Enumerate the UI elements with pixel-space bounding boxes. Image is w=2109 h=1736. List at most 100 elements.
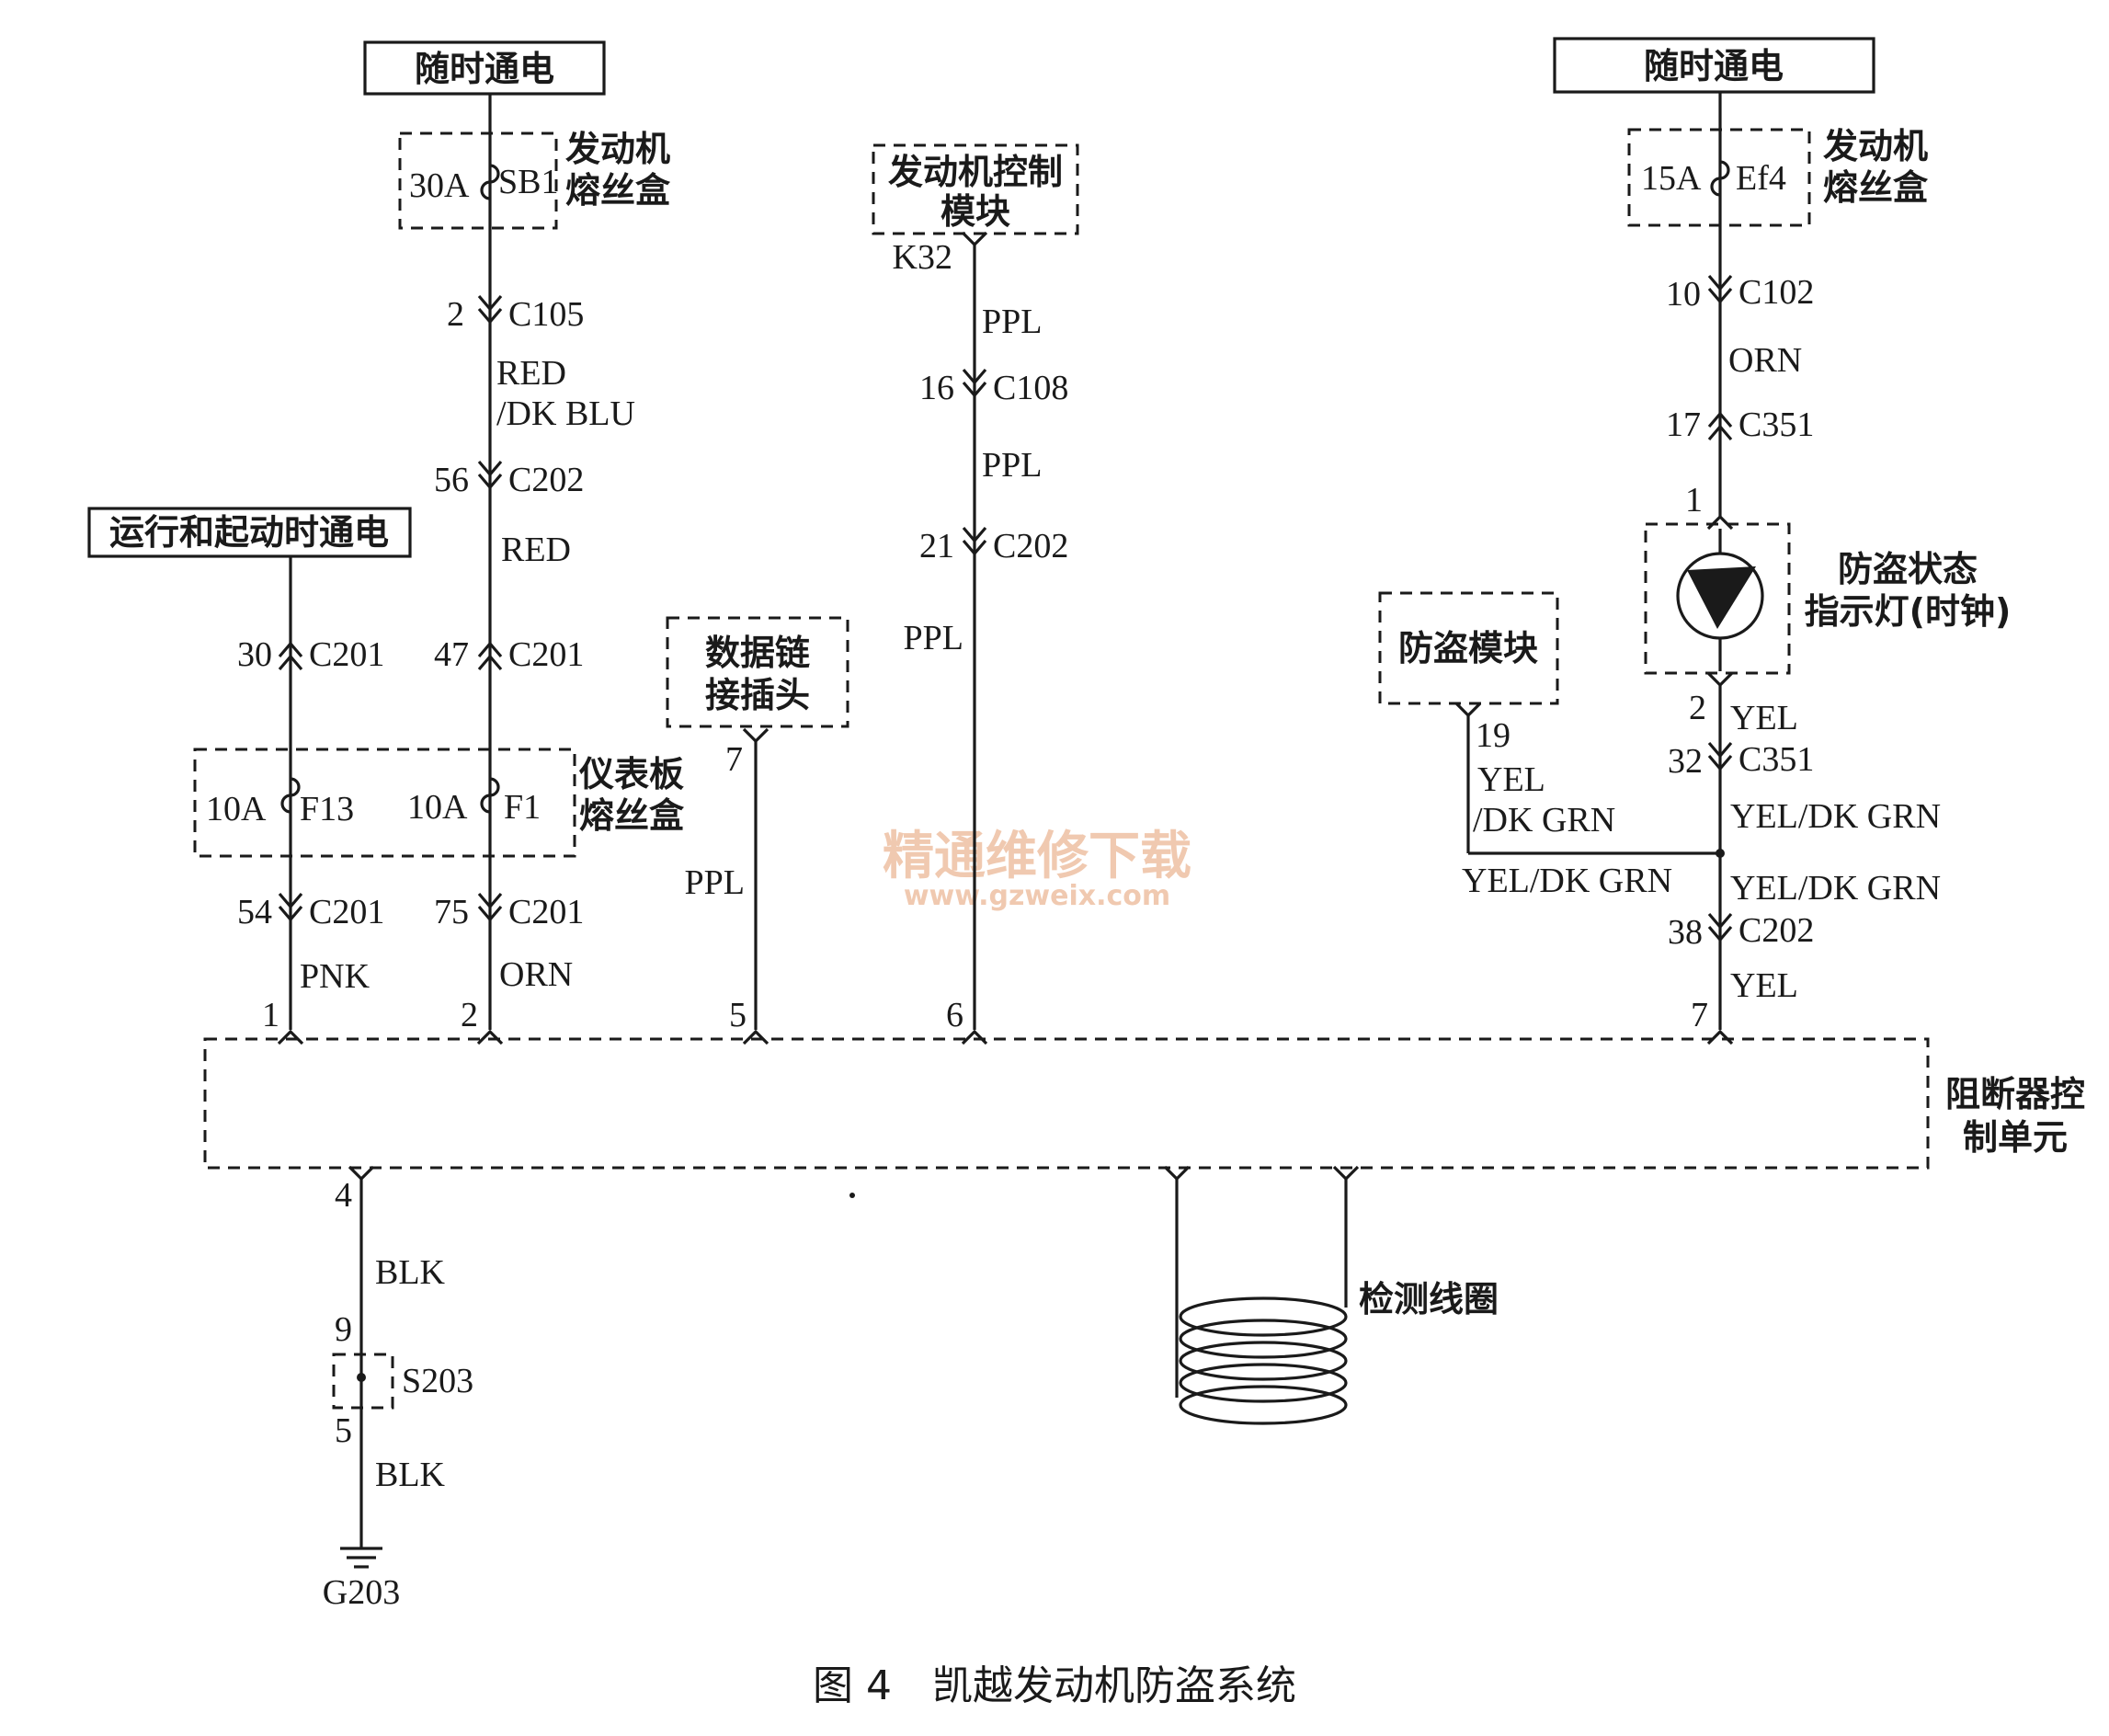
theft-module-outline [1378, 591, 1559, 705]
fuse-f13-symbol [280, 777, 301, 814]
ipanel-fuse-box-label-1: 仪表板 [578, 754, 684, 794]
fuse-sb1-symbol [480, 164, 500, 200]
pin-label: 16 [919, 369, 954, 407]
ecm-label-1: 发动机控制 [888, 152, 1063, 192]
figure-caption: 图 4 凯越发动机防盗系统 [813, 1662, 1296, 1709]
engine-fuse-box-right-label-1: 发动机 [1823, 126, 1928, 166]
engine-fuse-box-label-2: 熔丝盒 [565, 170, 671, 211]
always-power-box-left [363, 40, 606, 96]
wire-color-label: PPL [982, 446, 1042, 485]
pin-label: 1 [1685, 481, 1703, 520]
pin-label: 6 [946, 996, 963, 1034]
pin-label: 10 [1666, 275, 1701, 314]
pin-label: 19 [1476, 716, 1510, 755]
wire-color-label: YEL [1730, 966, 1798, 1005]
battery-circuit-sb1: 随时通电 发动机 熔丝盒 30A SB1 2 C105 RED /DK BLU … [363, 40, 671, 1045]
pin-label: 5 [335, 1411, 352, 1450]
wire-color-label: ORN [1728, 341, 1802, 380]
fuse-rating: 15A [1641, 159, 1702, 198]
engine-fuse-box-label-1: 发动机 [565, 129, 670, 169]
connector-label: C201 [309, 893, 384, 931]
connector-label: C202 [1738, 911, 1814, 950]
indicator-lamp-label-1: 防盗状态 [1838, 549, 1978, 589]
watermark-text: 精通维修下载 [883, 827, 1191, 886]
dlc-label-1: 数据链 [705, 633, 810, 673]
pin-label: 2 [1689, 689, 1706, 727]
fuse-ef4-symbol [1710, 160, 1730, 197]
wire-color-label: ORN [499, 955, 573, 994]
connector-label: C351 [1738, 405, 1814, 444]
pin-label: 7 [1691, 996, 1708, 1034]
indicator-lamp-diode [1687, 566, 1756, 629]
connector-label: C201 [508, 893, 584, 931]
theft-module-circuit: 防盗模块 19 YEL /DK GRN YEL/DK GRN [1378, 591, 1725, 900]
pin-label: 30 [237, 635, 272, 674]
pin-label: 38 [1668, 913, 1703, 952]
engine-fuse-box-right-label-2: 熔丝盒 [1823, 167, 1929, 208]
run-start-power-box [87, 507, 412, 558]
wire-color-label: PPL [685, 863, 745, 902]
connector-label: C102 [1738, 273, 1814, 312]
wire-color-label: YEL/DK GRN [1730, 797, 1941, 836]
immobilizer-label-2: 制单元 [1963, 1117, 2068, 1158]
fuse-f1-symbol [480, 777, 500, 814]
wire-color-label: PPL [982, 303, 1042, 341]
theft-module-label: 防盗模块 [1398, 628, 1538, 668]
fuse-name: SB1 [498, 163, 558, 201]
wire-color-label: /DK GRN [1473, 801, 1615, 839]
ecm-label-2: 模块 [940, 191, 1010, 232]
pin-label: 1 [262, 996, 279, 1034]
wire-color-label: BLK [375, 1456, 446, 1494]
wire-color-label: PNK [300, 957, 370, 996]
fuse-rating: 30A [409, 166, 470, 205]
watermark-url: www.gzweix.com [904, 880, 1170, 912]
wire-color-label: YEL [1477, 760, 1545, 799]
instrument-panel-fuse-box-outline [193, 748, 576, 858]
connector-label: C201 [309, 635, 384, 674]
splice-s203-outline [332, 1353, 394, 1410]
dlc-label-2: 接插头 [705, 675, 810, 715]
engine-fuse-box-right-outline [1627, 128, 1811, 227]
fuse-name: Ef4 [1736, 159, 1786, 198]
ground-label: G203 [323, 1573, 400, 1612]
immobilizer-control-unit-outline [203, 1037, 1930, 1170]
wire-color-label: YEL/DK GRN [1462, 862, 1672, 900]
connector-label: C201 [508, 635, 584, 674]
detection-coil: 检测线圈 [1163, 1165, 1499, 1425]
run-start-circuit: 运行和起动时通电 30 C201 10A F13 54 C201 PNK 1 [87, 507, 412, 1045]
connector-label: C108 [993, 369, 1068, 407]
pin-label: 7 [725, 740, 743, 779]
pin-label: 47 [434, 635, 469, 674]
pin-label: 17 [1666, 405, 1701, 444]
wire-color-label: PPL [904, 619, 963, 657]
dlc-outline [666, 616, 849, 728]
splice-label: S203 [402, 1362, 473, 1400]
connector-label: C105 [508, 295, 584, 334]
pin-label: 32 [1668, 742, 1703, 781]
fuse-name: F1 [504, 788, 541, 827]
engine-fuse-box-outline [398, 131, 558, 230]
wire-color-label: YEL/DK GRN [1730, 869, 1941, 908]
coil-icon [1179, 1296, 1348, 1425]
splice-s203-dot [357, 1373, 366, 1382]
immobilizer-label-1: 阻断器控 [1945, 1074, 2085, 1114]
pin-label: 5 [729, 996, 747, 1034]
data-link-connector-circuit: 数据链 接插头 7 PPL 5 [666, 616, 849, 1045]
connector-label: C202 [508, 461, 584, 499]
wire-color-label: RED [501, 531, 571, 569]
ground-circuit: 4 BLK 9 S203 5 BLK G203 [323, 1165, 473, 1612]
pin-label: 21 [919, 527, 954, 565]
indicator-lamp-outline [1644, 522, 1791, 675]
ground-icon [340, 1547, 382, 1569]
wire-color-label: /DK BLU [496, 394, 635, 433]
fuse-rating: 10A [407, 788, 468, 827]
pin-label: 2 [461, 996, 478, 1034]
fuse-name: F13 [300, 790, 354, 828]
wire-color-label: YEL [1730, 699, 1798, 737]
pin-label: 56 [434, 461, 469, 499]
pin-label: 9 [335, 1310, 352, 1349]
indicator-lamp-label-2: 指示灯(时钟) [1805, 591, 2012, 632]
always-power-box-right [1553, 37, 1875, 94]
connector-label: C202 [993, 527, 1068, 565]
